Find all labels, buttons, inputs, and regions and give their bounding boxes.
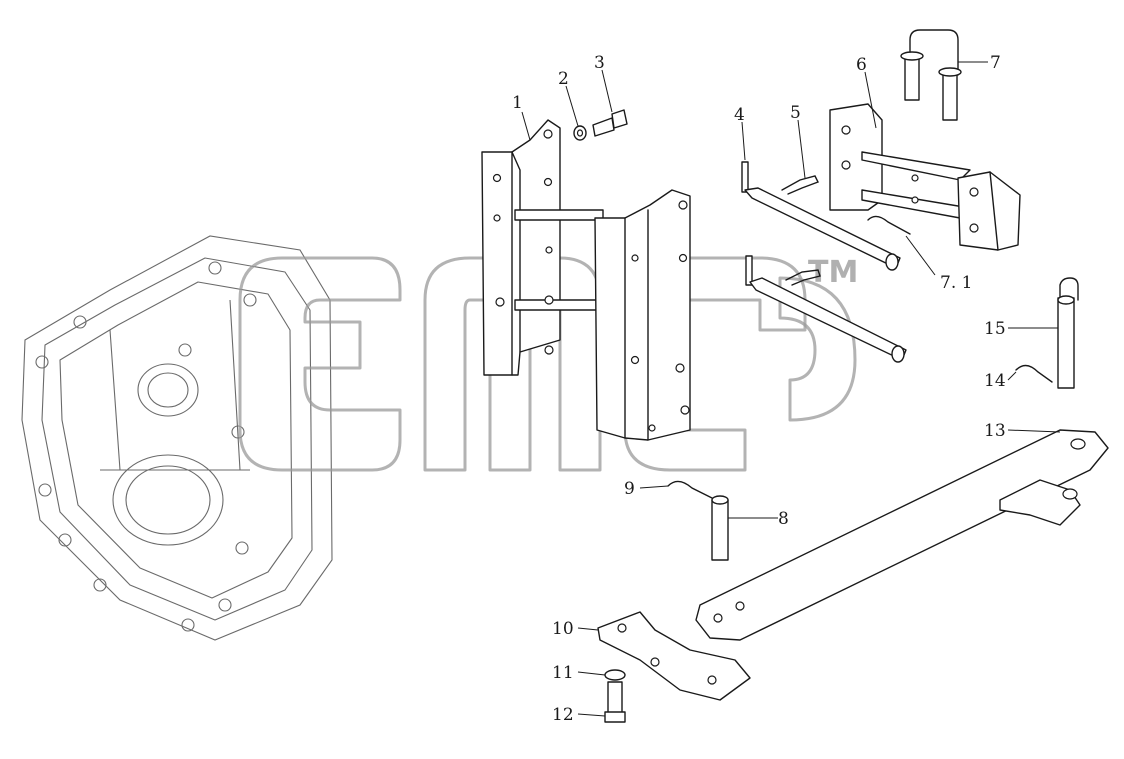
part-4-l-pin [741,161,901,271]
part-7-u-pin [900,29,962,121]
callout-2: 2 [558,69,569,89]
callout-6: 6 [856,55,867,75]
part-13-link-arm [695,429,1109,641]
part-5-clip [781,175,819,195]
callout-10: 10 [552,619,574,639]
callout-12: 12 [552,705,574,725]
part-8-pin [711,495,729,561]
part-4-lower-pin [745,255,907,363]
part-10-plate [597,611,751,701]
part-9-cotter [667,480,713,499]
callout-14: 14 [984,371,1006,391]
callout-11: 11 [552,663,574,683]
callout-7-1: 7. 1 [940,273,972,293]
part-14-clip [1015,364,1053,383]
callout-4: 4 [734,105,745,125]
callout-labels: 1 2 3 4 5 6 7 7. 1 8 9 10 11 12 13 14 15 [512,53,1006,725]
callout-13: 13 [984,421,1006,441]
watermark-logo: TM [238,255,858,472]
part-12-bolt [604,681,626,723]
callout-5: 5 [790,103,801,123]
part-11-washer [604,669,626,681]
callout-9: 9 [624,479,635,499]
leader-lines [521,61,1061,717]
part-7-1-clip [785,215,911,286]
part-15-loop-pin [1057,277,1079,389]
callout-3: 3 [594,53,605,73]
callout-7: 7 [990,53,1001,73]
part-3-bolt [592,109,628,137]
part-1-bracket [481,119,691,441]
callout-1: 1 [512,93,523,113]
callout-8: 8 [778,509,789,529]
part-2-washer [573,125,587,141]
transmission-housing [21,235,333,641]
callout-15: 15 [984,319,1006,339]
watermark-tm-mark: TM [808,255,858,290]
part-6-bracket-block [829,103,1021,251]
